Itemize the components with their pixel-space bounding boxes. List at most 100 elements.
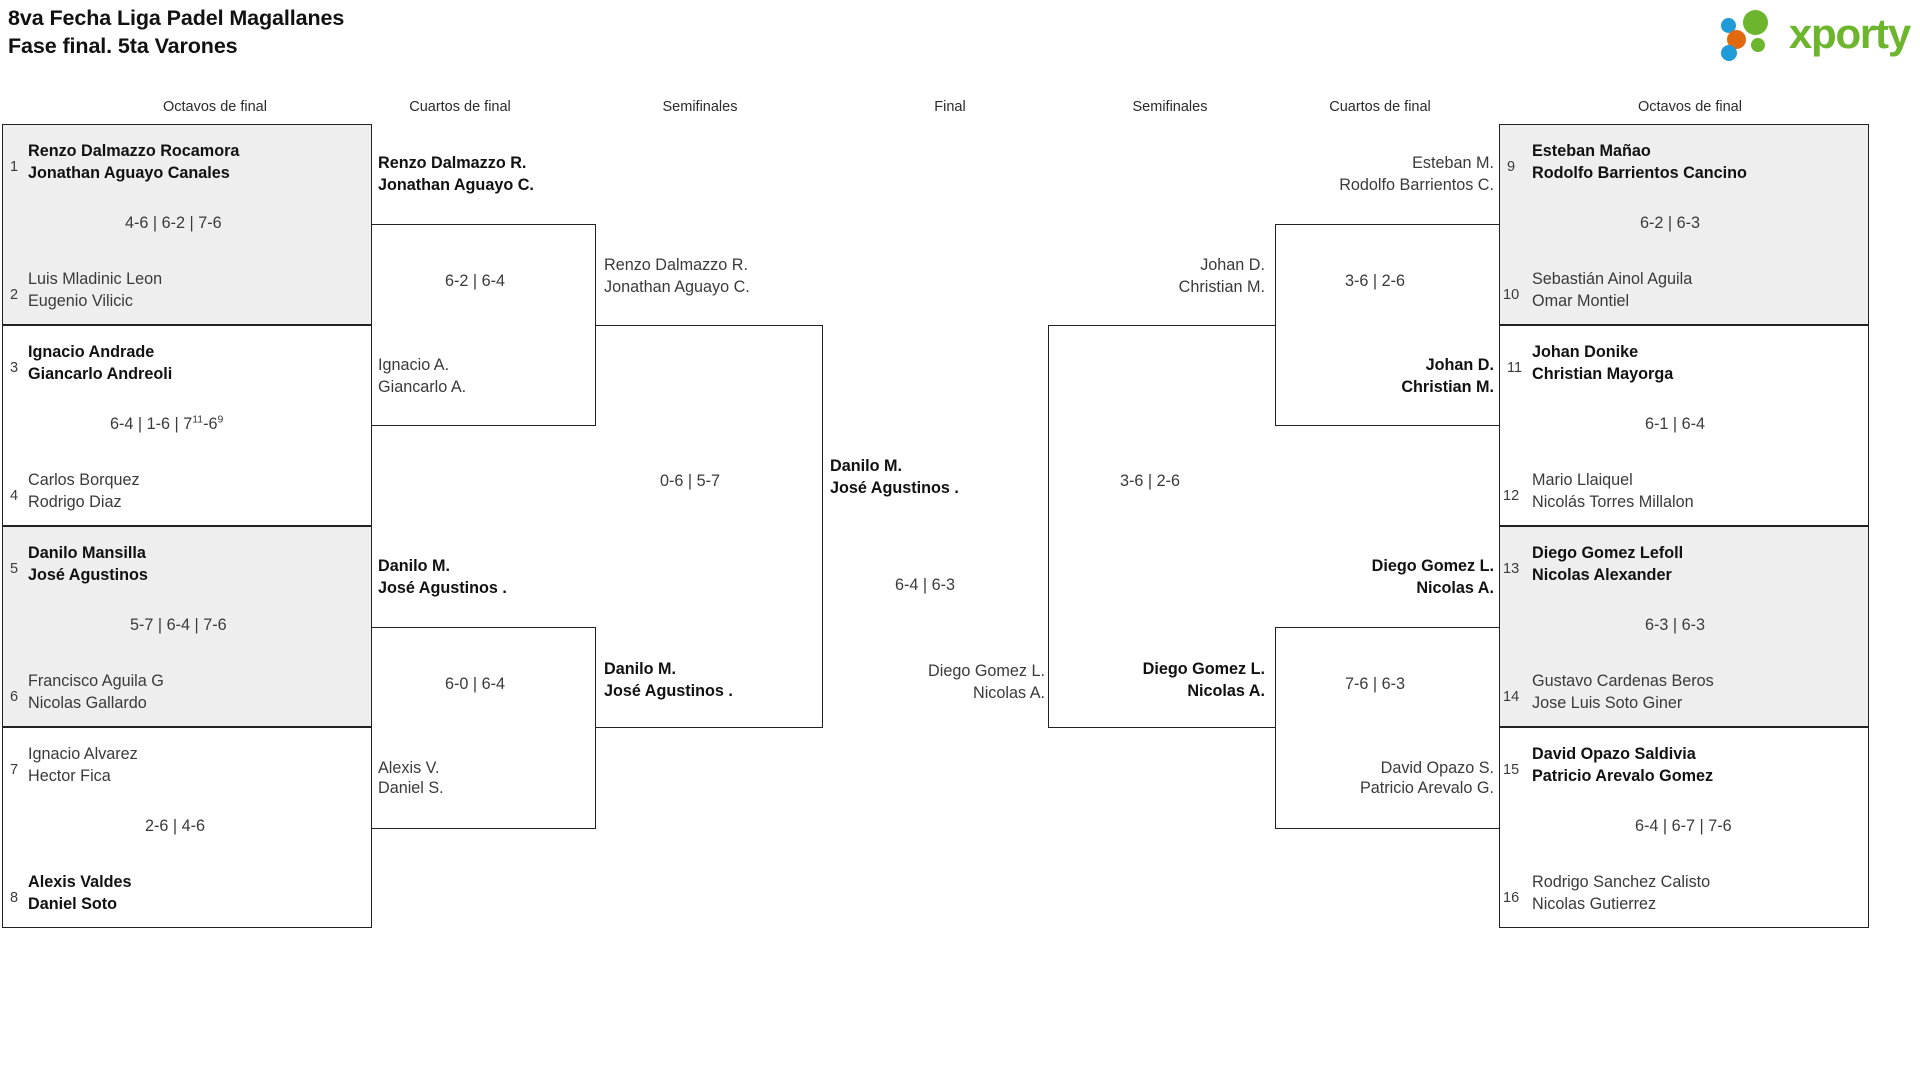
seed-5: 5 — [10, 561, 19, 577]
round-header-cuartos-right: Cuartos de final — [1329, 99, 1431, 115]
team-14-p2: Jose Luis Soto Giner — [1532, 694, 1683, 712]
score-match-7: 6-3 | 6-3 — [1645, 616, 1705, 634]
semifinal-right-connector — [1048, 325, 1275, 728]
cuartos-right-2-bot-p2: Patricio Arevalo G. — [1359, 779, 1494, 797]
match-box-7[interactable] — [1499, 526, 1869, 727]
seed-11: 11 — [1507, 360, 1523, 376]
team-6-p1: Francisco Aguila G — [28, 672, 164, 690]
semifinal-left-top-p1: Renzo Dalmazzo R. — [604, 256, 748, 274]
team-4-p1: Carlos Borquez — [28, 471, 140, 489]
score-semifinal-left: 0-6 | 5-7 — [660, 472, 720, 490]
semifinal-right-bot-p2: Nicolas A. — [1187, 682, 1265, 700]
cuartos-left-1-bot-p1: Ignacio A. — [378, 356, 450, 374]
score-match-5: 6-2 | 6-3 — [1640, 214, 1700, 232]
team-8-p1: Alexis Valdes — [28, 873, 132, 891]
seed-13: 13 — [1503, 561, 1520, 577]
seed-6: 6 — [10, 689, 19, 705]
team-6-p2: Nicolas Gallardo — [28, 694, 147, 712]
team-2-p1: Luis Mladinic Leon — [28, 270, 163, 288]
score-semifinal-right: 3-6 | 2-6 — [1120, 472, 1180, 490]
team-13-p2: Nicolas Alexander — [1532, 566, 1672, 584]
team-11-p2: Christian Mayorga — [1532, 365, 1674, 383]
match-box-8[interactable] — [1499, 727, 1869, 928]
seed-14: 14 — [1503, 689, 1520, 705]
team-8-p2: Daniel Soto — [28, 895, 118, 913]
seed-15: 15 — [1503, 762, 1520, 778]
round-header-octavos-right: Octavos de final — [1638, 99, 1742, 115]
cuartos-right-2-bot-p1: David Opazo S. — [1380, 759, 1494, 777]
cuartos-left-2-bot-p1: Alexis V. — [378, 759, 440, 777]
score-final: 6-4 | 6-3 — [895, 576, 955, 594]
team-15-p2: Patricio Arevalo Gomez — [1532, 767, 1714, 785]
team-11-p1: Johan Donike — [1532, 343, 1639, 361]
team-16-p2: Nicolas Gutierrez — [1532, 895, 1657, 913]
cuartos-right-1-top-p2: Rodolfo Barrientos C. — [1339, 176, 1494, 194]
team-9-p2: Rodolfo Barrientos Cancino — [1532, 164, 1747, 182]
team-16-p1: Rodrigo Sanchez Calisto — [1532, 873, 1711, 891]
round-header-cuartos-left: Cuartos de final — [409, 99, 511, 115]
seed-16: 16 — [1503, 890, 1520, 906]
semifinal-left-top-p2: Jonathan Aguayo C. — [604, 278, 750, 296]
seed-10: 10 — [1503, 287, 1520, 303]
logo-wordmark: xporty — [1788, 10, 1911, 57]
xporty-logo: xporty — [1720, 8, 1911, 61]
round-header-semis-left: Semifinales — [662, 99, 738, 115]
team-12-p1: Mario Llaiquel — [1532, 471, 1633, 489]
seed-1: 1 — [10, 159, 19, 175]
cuartos-right-2-top-p1: Diego Gomez L. — [1371, 557, 1494, 575]
round-header-semis-right: Semifinales — [1132, 99, 1208, 115]
final-top-p1: Danilo M. — [830, 457, 902, 475]
score-match-8: 6-4 | 6-7 | 7-6 — [1635, 817, 1732, 835]
match-box-5[interactable] — [1499, 124, 1869, 325]
team-10-p1: Sebastián Ainol Aguila — [1532, 270, 1693, 288]
cuartos-left-connector-1 — [372, 224, 596, 426]
semifinal-right-bot-p1: Diego Gomez L. — [1142, 660, 1265, 678]
semifinal-right-top-p2: Christian M. — [1178, 278, 1265, 296]
team-13-p1: Diego Gomez Lefoll — [1532, 544, 1684, 562]
page-title: 8va Fecha Liga Padel Magallanes Fase fin… — [8, 4, 344, 60]
team-2-p2: Eugenio Vilicic — [28, 292, 133, 310]
team-12-p2: Nicolás Torres Millalon — [1532, 493, 1694, 511]
final-bot-p1: Diego Gomez L. — [928, 662, 1045, 680]
cuartos-left-1-bot-p2: Giancarlo A. — [378, 378, 467, 396]
cuartos-right-connector-1 — [1275, 224, 1499, 426]
seed-3: 3 — [10, 360, 19, 376]
score-cuartos-left-2: 6-0 | 6-4 — [445, 675, 505, 693]
semifinal-left-bot-p1: Danilo M. — [604, 660, 676, 678]
score-match-1: 4-6 | 6-2 | 7-6 — [125, 214, 222, 232]
match-box-1[interactable] — [2, 124, 372, 325]
cuartos-left-1-top-p2: Jonathan Aguayo C. — [378, 176, 534, 194]
cuartos-right-2-top-p2: Nicolas A. — [1416, 579, 1494, 597]
cuartos-left-2-top-p2: José Agustinos . — [378, 579, 507, 597]
team-9-p1: Esteban Mañao — [1532, 142, 1651, 160]
team-15-p1: David Opazo Saldivia — [1532, 745, 1696, 763]
team-3-p2: Giancarlo Andreoli — [28, 365, 173, 383]
match-box-2[interactable] — [2, 325, 372, 526]
score-match-2: 6-4 | 1-6 | 711-69 — [110, 413, 224, 433]
cuartos-right-1-bot-p1: Johan D. — [1425, 356, 1494, 374]
score-cuartos-left-1: 6-2 | 6-4 — [445, 272, 505, 290]
team-4-p2: Rodrigo Diaz — [28, 493, 122, 511]
score-match-3: 5-7 | 6-4 | 7-6 — [130, 616, 227, 634]
semifinal-right-top-p1: Johan D. — [1200, 256, 1265, 274]
team-7-p2: Hector Fica — [28, 767, 111, 785]
cuartos-left-connector-2 — [372, 627, 596, 829]
cuartos-left-2-top-p1: Danilo M. — [378, 557, 450, 575]
final-top-p2: José Agustinos . — [830, 479, 959, 497]
team-5-p2: José Agustinos — [28, 566, 148, 584]
score-match-4: 2-6 | 4-6 — [145, 817, 205, 835]
seed-4: 4 — [10, 488, 19, 504]
title-line-2: Fase final. 5ta Varones — [8, 34, 238, 58]
match-box-4[interactable] — [2, 727, 372, 928]
logo-dots-icon — [1720, 8, 1783, 61]
title-line-1: 8va Fecha Liga Padel Magallanes — [8, 6, 345, 30]
round-header-final: Final — [934, 99, 966, 115]
seed-12: 12 — [1503, 488, 1520, 504]
team-10-p2: Omar Montiel — [1532, 292, 1630, 310]
match-box-6[interactable] — [1499, 325, 1869, 526]
semifinal-left-connector — [596, 325, 823, 728]
match-box-3[interactable] — [2, 526, 372, 727]
team-7-p1: Ignacio Alvarez — [28, 745, 138, 763]
cuartos-right-connector-2 — [1275, 627, 1499, 829]
